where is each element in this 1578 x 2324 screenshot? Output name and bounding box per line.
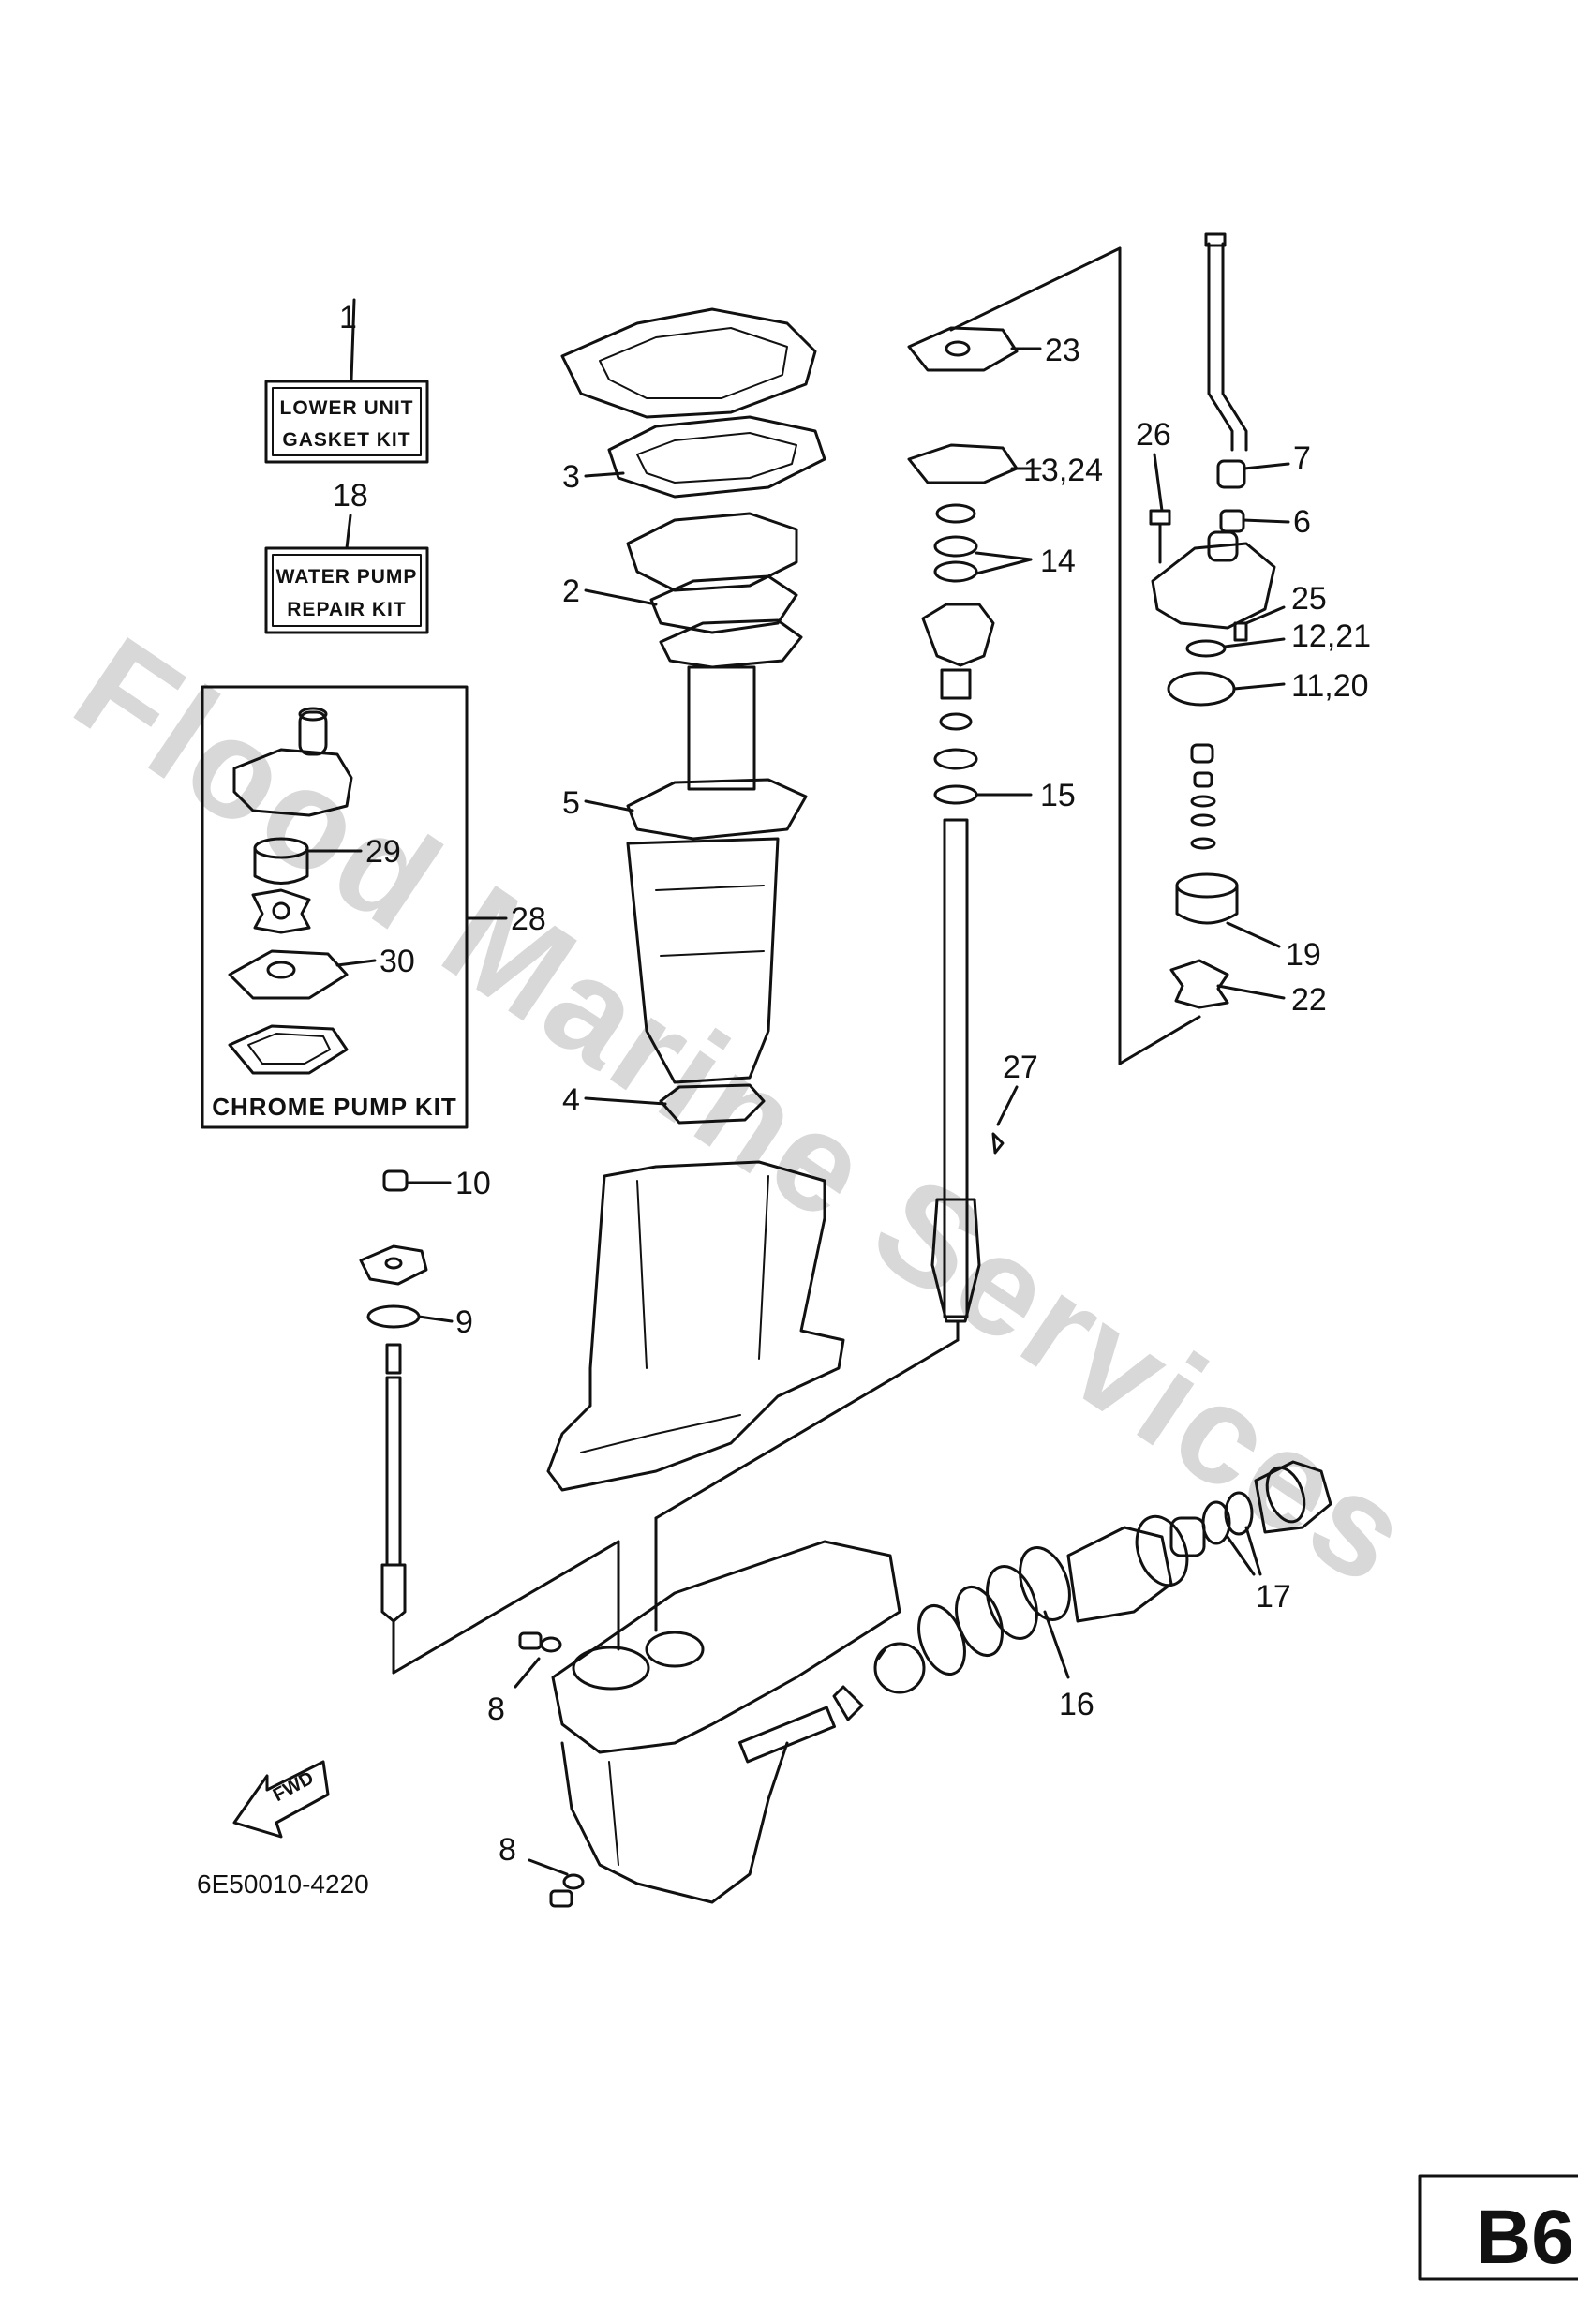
page-label-box: B6 xyxy=(1418,2174,1578,2281)
gasket-3: 3 xyxy=(562,415,826,499)
assembly-bracket-lines xyxy=(392,246,1201,1675)
callout-8-lower: 8 xyxy=(499,1832,516,1868)
callout-27: 27 xyxy=(1003,1050,1038,1085)
callout-28: 28 xyxy=(511,901,546,937)
shift-rod-lever xyxy=(359,1244,428,1286)
upper-casing xyxy=(546,1160,845,1492)
callout-5: 5 xyxy=(562,785,580,821)
callout-25: 25 xyxy=(1291,581,1327,617)
propeller-shaft-assembly: 16 17 xyxy=(738,1460,1332,1764)
callout-13-24: 13,24 xyxy=(1023,453,1103,488)
water-tube xyxy=(1204,232,1248,452)
water-pump-kit-line1: WATER PUMP xyxy=(276,566,418,588)
lower-case xyxy=(551,1540,901,1904)
pump-plate-drawing: 30 xyxy=(228,944,415,1000)
o-ring-11-20: 11,20 xyxy=(1167,668,1369,707)
callout-17: 17 xyxy=(1256,1579,1291,1615)
lower-unit-gasket-kit: 1 LOWER UNIT GASKET KIT xyxy=(264,298,429,464)
callout-16: 16 xyxy=(1059,1687,1094,1722)
callout-4: 4 xyxy=(562,1082,580,1118)
lower-unit-kit-line2: GASKET KIT xyxy=(282,429,410,451)
pump-small-parts xyxy=(1190,743,1216,850)
shift-rod xyxy=(380,1343,407,1623)
callout-10: 10 xyxy=(455,1166,491,1201)
callout-30: 30 xyxy=(380,944,415,979)
seal-4: 4 xyxy=(562,1082,766,1125)
pump-gasket-drawing xyxy=(228,1024,349,1075)
water-pump-kit-line2: REPAIR KIT xyxy=(287,599,406,620)
part-code: 6E50010-4220 xyxy=(197,1870,369,1899)
callout-14: 14 xyxy=(1040,544,1076,579)
exhaust-pipe xyxy=(626,837,780,1084)
pump-housing-drawing xyxy=(232,707,353,817)
insert-12-21: 12,21 xyxy=(1185,618,1371,658)
oil-seals-14: 14 xyxy=(933,503,1076,583)
exhaust-guide xyxy=(659,618,803,791)
grommet-10: 10 xyxy=(382,1166,491,1201)
key-27: 27 xyxy=(991,1050,1038,1155)
callout-26: 26 xyxy=(1136,417,1171,453)
drive-shaft xyxy=(930,818,981,1323)
callout-3: 3 xyxy=(562,459,580,495)
callout-11-20: 11,20 xyxy=(1291,668,1369,704)
callout-18: 18 xyxy=(333,478,368,514)
callout-29: 29 xyxy=(365,834,401,870)
upper-casing-plate xyxy=(560,307,817,419)
impeller-22: 22 xyxy=(1169,959,1327,1018)
o-ring-9: 9 xyxy=(366,1304,473,1340)
bolt-26: 26 xyxy=(1136,417,1171,564)
callout-2: 2 xyxy=(562,574,580,609)
gasket-5: 5 xyxy=(562,778,808,841)
grommets-7-6: 7 6 xyxy=(1216,440,1311,540)
fwd-label: FWD xyxy=(270,1767,318,1806)
fwd-arrow-icon: FWD xyxy=(232,1760,330,1839)
gasket-13-24: 13,24 xyxy=(907,443,1103,488)
drain-plug-upper: 8 xyxy=(487,1631,562,1727)
impeller-drawing xyxy=(251,888,311,934)
page-label: B6 xyxy=(1476,2195,1574,2280)
callout-23: 23 xyxy=(1045,333,1080,368)
lower-unit-kit-line1: LOWER UNIT xyxy=(280,397,414,419)
gasket-2: 2 xyxy=(562,574,798,634)
o-ring-15: 15 xyxy=(933,778,1076,813)
water-pump-repair-kit: 18 WATER PUMP REPAIR KIT xyxy=(264,478,429,634)
callout-1: 1 xyxy=(339,300,357,335)
callout-9: 9 xyxy=(455,1304,473,1340)
pin-25: 25 xyxy=(1233,581,1327,642)
bearing-housing xyxy=(921,603,995,667)
callout-19: 19 xyxy=(1286,937,1321,973)
water-tube-holder xyxy=(626,512,798,592)
cup-19: 19 xyxy=(1175,872,1321,973)
drain-plug-lower: 8 xyxy=(499,1832,585,1908)
pump-cover-23: 23 xyxy=(907,326,1080,372)
callout-22: 22 xyxy=(1291,982,1327,1018)
pump-housing xyxy=(1151,530,1276,630)
callout-12-21: 12,21 xyxy=(1291,618,1371,654)
impeller-cup-drawing: 29 xyxy=(253,834,401,885)
chrome-pump-kit: CHROME PUMP KIT 28 29 30 xyxy=(201,685,546,1129)
bearing-bushes xyxy=(933,668,978,770)
callout-8-upper: 8 xyxy=(487,1691,505,1727)
callout-7: 7 xyxy=(1293,440,1311,476)
callout-6: 6 xyxy=(1293,504,1311,540)
chrome-pump-kit-label: CHROME PUMP KIT xyxy=(212,1093,457,1121)
callout-15: 15 xyxy=(1040,778,1076,813)
